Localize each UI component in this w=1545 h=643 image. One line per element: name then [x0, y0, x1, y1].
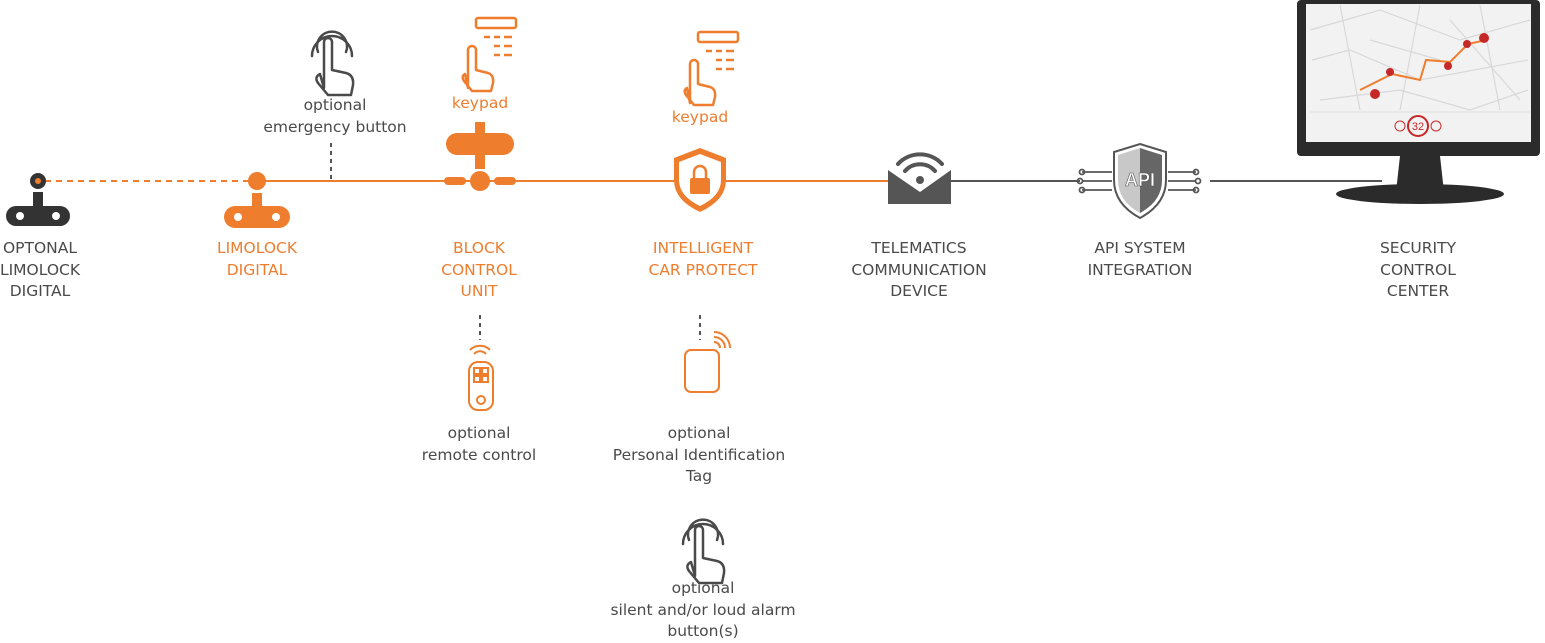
shield-lock-icon — [674, 148, 726, 212]
node-label-limolock-digital: LIMOLOCK DIGITAL — [216, 239, 298, 279]
node-label-block-control-unit: BLOCK CONTROL UNIT — [441, 239, 517, 300]
node-label-api: API SYSTEM INTEGRATION — [1087, 239, 1193, 279]
api-shield-icon: API — [1076, 142, 1202, 220]
api-text: API — [1125, 170, 1155, 190]
keypad-label: keypad — [671, 108, 729, 126]
limolock-icon — [6, 173, 70, 226]
optional-label-emergency: optional emergency button — [263, 96, 407, 136]
touch-hand-icon — [310, 30, 355, 97]
connection-lines — [45, 143, 1382, 340]
block-control-icon — [444, 122, 516, 191]
touch-hand-icon — [681, 518, 726, 585]
optional-label-id-tag: optional Personal Identification Tag — [612, 424, 786, 485]
monitor-icon: 32 — [1297, 0, 1540, 204]
optional-label-remote: optional remote control — [421, 424, 537, 464]
node-label-security-center: SECURITY CONTROL CENTER — [1379, 239, 1457, 300]
wifi-envelope-icon — [888, 152, 951, 204]
keypad-label: keypad — [451, 94, 509, 112]
node-label-intelligent-car-protect: INTELLIGENT CAR PROTECT — [648, 239, 758, 279]
remote-control-icon — [468, 344, 494, 411]
node-label-optional-limolock: OPTONAL LIMOLOCK DIGITAL — [0, 239, 81, 300]
keypad-hand-icon — [461, 16, 518, 93]
node-label-telematics: TELEMATICS COMMUNICATION DEVICE — [851, 239, 987, 300]
keypad-hand-icon — [683, 30, 740, 107]
id-tag-icon — [684, 331, 731, 393]
monitor-counter: 32 — [1412, 121, 1424, 133]
optional-label-alarm: optional silent and/or loud alarm button… — [610, 579, 796, 640]
limolock-icon — [224, 172, 290, 228]
